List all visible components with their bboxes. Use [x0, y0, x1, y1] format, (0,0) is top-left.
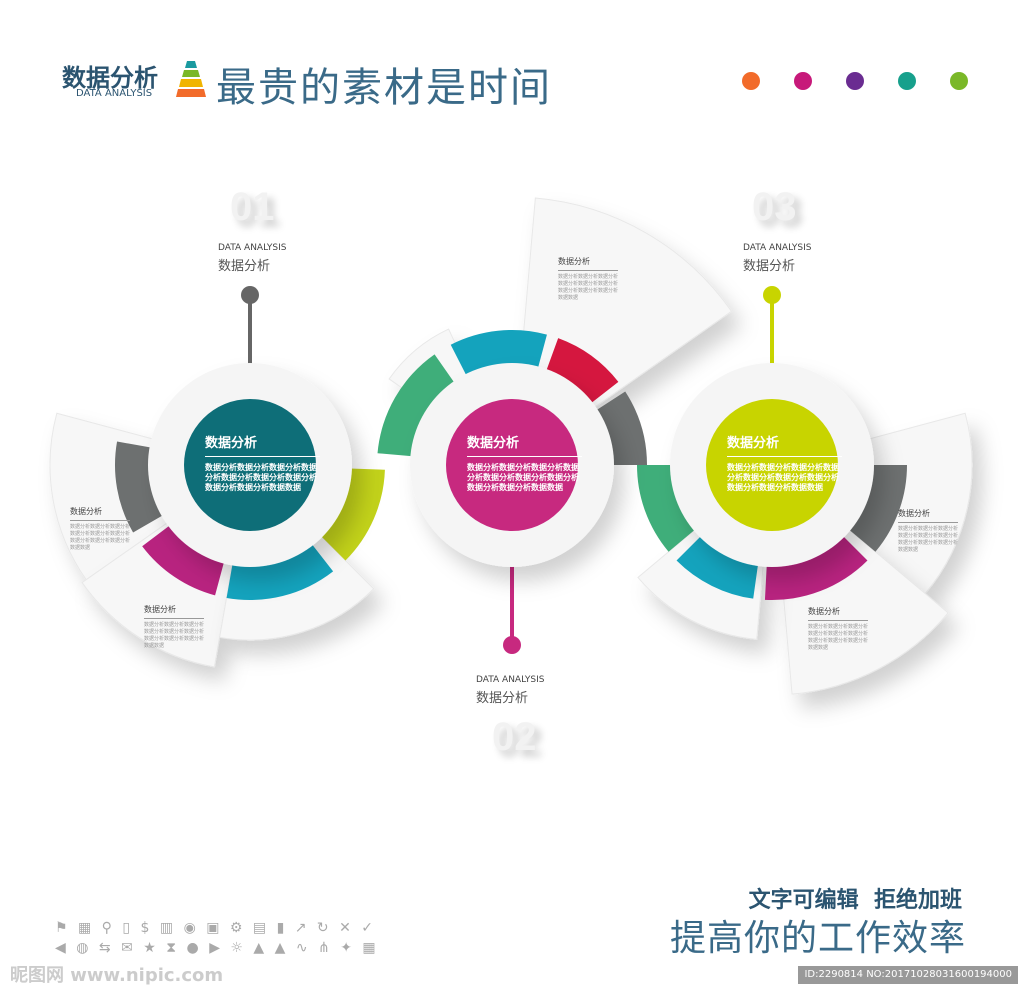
step-body: 数据分析数据分析数据分析数据分析数据分析数据分析数据分析数据分析数据分析数据数据 — [727, 463, 839, 492]
info-block: 数据分析数据分析数据分析数据分析数据分析数据分析数据分析数据分析数据分析数据分析… — [808, 606, 868, 652]
step-number: 02 — [492, 715, 537, 759]
pie-icon — [950, 72, 968, 90]
info-body: 数据分析数据分析数据分析数据分析数据分析数据分析数据分析数据分析数据分析数据数据 — [144, 622, 205, 649]
info-block: 数据分析数据分析数据分析数据分析数据分析数据分析数据分析数据分析数据分析数据分析… — [70, 506, 130, 552]
step-label-cn: 数据分析 — [218, 259, 271, 274]
info-body: 数据分析数据分析数据分析数据分析数据分析数据分析数据分析数据分析数据分析数据数据 — [558, 274, 619, 301]
step-content: 数据分析数据分析数据分析数据分析数据分析数据分析数据分析数据分析数据分析数据分析… — [205, 432, 320, 493]
process-diagram — [49, 197, 973, 695]
step-label-cn: 数据分析 — [476, 691, 529, 706]
pyramid-icon — [176, 61, 206, 97]
step-content: 数据分析数据分析数据分析数据分析数据分析数据分析数据分析数据分析数据分析数据分析… — [727, 432, 842, 493]
slogan: 最贵的素材是时间 — [216, 65, 552, 111]
step-label-en: DATA ANALYSIS — [743, 243, 812, 253]
step-label-en: DATA ANALYSIS — [218, 243, 287, 253]
info-block: 数据分析数据分析数据分析数据分析数据分析数据分析数据分析数据分析数据分析数据分析… — [898, 508, 958, 554]
pin-dot — [503, 636, 521, 654]
image-id: ID:2290814 NO:20171028031600194000 — [798, 966, 1018, 984]
ring-segment-magenta — [764, 535, 868, 600]
step-inner-circle — [446, 399, 578, 531]
info-title: 数据分析 — [558, 256, 618, 271]
ring-segment-cyan — [226, 543, 334, 600]
ring-segment-gray — [595, 391, 647, 465]
step-number: 03 — [752, 185, 797, 229]
step-title: 数据分析 — [205, 432, 320, 457]
ring-segment-green — [377, 354, 455, 457]
ring-segment-green — [637, 465, 696, 552]
ring-segment-lime — [320, 468, 385, 561]
step-title: 数据分析 — [727, 432, 842, 457]
ring-segment-gray — [114, 441, 164, 533]
pin-dot — [763, 286, 781, 304]
step-inner-circle — [184, 399, 316, 531]
pie-icon — [846, 72, 864, 90]
info-title: 数据分析 — [144, 604, 204, 619]
step-body: 数据分析数据分析数据分析数据分析数据分析数据分析数据分析数据分析数据分析数据数据 — [467, 463, 579, 492]
ring-segment-red — [546, 338, 619, 404]
step-number: 01 — [230, 185, 275, 229]
dot-chart-icon — [898, 72, 916, 90]
ring-segment-gray — [848, 465, 907, 552]
info-block: 数据分析数据分析数据分析数据分析数据分析数据分析数据分析数据分析数据分析数据分析… — [558, 256, 618, 302]
footer-slogan: 提高你的工作效率 — [669, 918, 966, 959]
step-inner-circle — [706, 399, 838, 531]
icon-row: ◀ ◍ ⇆ ✉ ★ ⧗ ● ▶ ☼ ▲ ▲ ∿ ⋔ ✦ ▦ — [55, 940, 379, 956]
ring-segment-magenta — [142, 525, 225, 596]
pin-dot — [241, 286, 259, 304]
logo-title: 数据分析 — [62, 64, 158, 92]
ring-segment-cyan — [676, 535, 759, 599]
info-body: 数据分析数据分析数据分析数据分析数据分析数据分析数据分析数据分析数据分析数据数据 — [70, 524, 131, 551]
step-content: 数据分析数据分析数据分析数据分析数据分析数据分析数据分析数据分析数据分析数据分析… — [467, 432, 582, 493]
step-label-cn: 数据分析 — [743, 259, 796, 274]
footer-tagline: 文字可编辑 拒绝加班 — [748, 888, 962, 913]
info-title: 数据分析 — [898, 508, 958, 523]
step-title: 数据分析 — [467, 432, 582, 457]
icon-set: ⚑ ▦ ⚲ ▯ $ ▥ ◉ ▣ ⚙ ▤ ▮ ↗ ↻ ✕ ✓ ◀ ◍ ⇆ ✉ ★ ⧗… — [55, 918, 379, 958]
dots-icon — [794, 72, 812, 90]
info-block: 数据分析数据分析数据分析数据分析数据分析数据分析数据分析数据分析数据分析数据分析… — [144, 604, 204, 650]
watermark: 昵图网 www.nipic.com — [10, 965, 224, 986]
info-title: 数据分析 — [70, 506, 130, 521]
step-body: 数据分析数据分析数据分析数据分析数据分析数据分析数据分析数据分析数据分析数据数据 — [205, 463, 317, 492]
icon-row: ⚑ ▦ ⚲ ▯ $ ▥ ◉ ▣ ⚙ ▤ ▮ ↗ ↻ ✕ ✓ — [55, 920, 377, 936]
info-body: 数据分析数据分析数据分析数据分析数据分析数据分析数据分析数据分析数据分析数据数据 — [898, 526, 959, 553]
info-body: 数据分析数据分析数据分析数据分析数据分析数据分析数据分析数据分析数据分析数据数据 — [808, 624, 869, 651]
info-title: 数据分析 — [808, 606, 868, 621]
step-label-en: DATA ANALYSIS — [476, 675, 545, 685]
pie-icon — [742, 72, 760, 90]
logo-subtitle: DATA ANALYSIS — [76, 88, 153, 99]
